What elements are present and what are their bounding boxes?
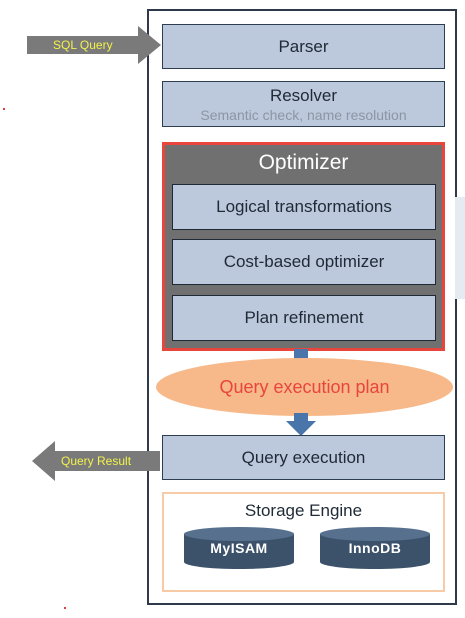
logical-transformations-box: Logical transformations (172, 184, 436, 230)
resolver-sublabel: Semantic check, name resolution (200, 106, 407, 123)
query-execution-plan-label: Query execution plan (219, 376, 390, 397)
plan-refinement-box: Plan refinement (172, 295, 436, 341)
myisam-label: MyISAM (210, 540, 268, 556)
myisam-cylinder: MyISAM (183, 526, 295, 570)
innodb-label: InnoDB (348, 540, 402, 556)
stray-mark (64, 607, 66, 609)
sql-query-arrow-shape (27, 26, 161, 64)
query-result-label: Query Result (61, 454, 132, 468)
database-icon (184, 527, 294, 569)
plan-to-execution-arrow (286, 413, 316, 436)
side-tab (455, 197, 465, 299)
optimizer-title: Optimizer (258, 151, 349, 174)
query-result-arrow-shape (32, 441, 160, 481)
parser-box: Parser (162, 24, 445, 69)
database-icon (320, 527, 430, 569)
stray-mark (3, 108, 5, 110)
sql-query-arrow: SQL Query (25, 24, 165, 66)
parser-label: Parser (278, 36, 329, 56)
resolver-box: Resolver Semantic check, name resolution (162, 81, 445, 127)
storage-engine-box: Storage Engine MyISAM InnoDB (162, 492, 445, 592)
query-execution-plan: Query execution plan (156, 358, 453, 416)
query-execution-label: Query execution (241, 447, 366, 467)
sql-query-label: SQL Query (53, 38, 113, 52)
storage-engine-title: Storage Engine (244, 501, 363, 520)
cost-based-optimizer-box: Cost-based optimizer (172, 239, 436, 285)
optimizer-box: Optimizer Logical transformations Cost-b… (162, 142, 445, 351)
innodb-cylinder: InnoDB (319, 526, 431, 570)
resolver-label: Resolver (269, 85, 338, 105)
query-result-arrow: Query Result (30, 439, 162, 483)
query-execution-box: Query execution (162, 435, 445, 480)
